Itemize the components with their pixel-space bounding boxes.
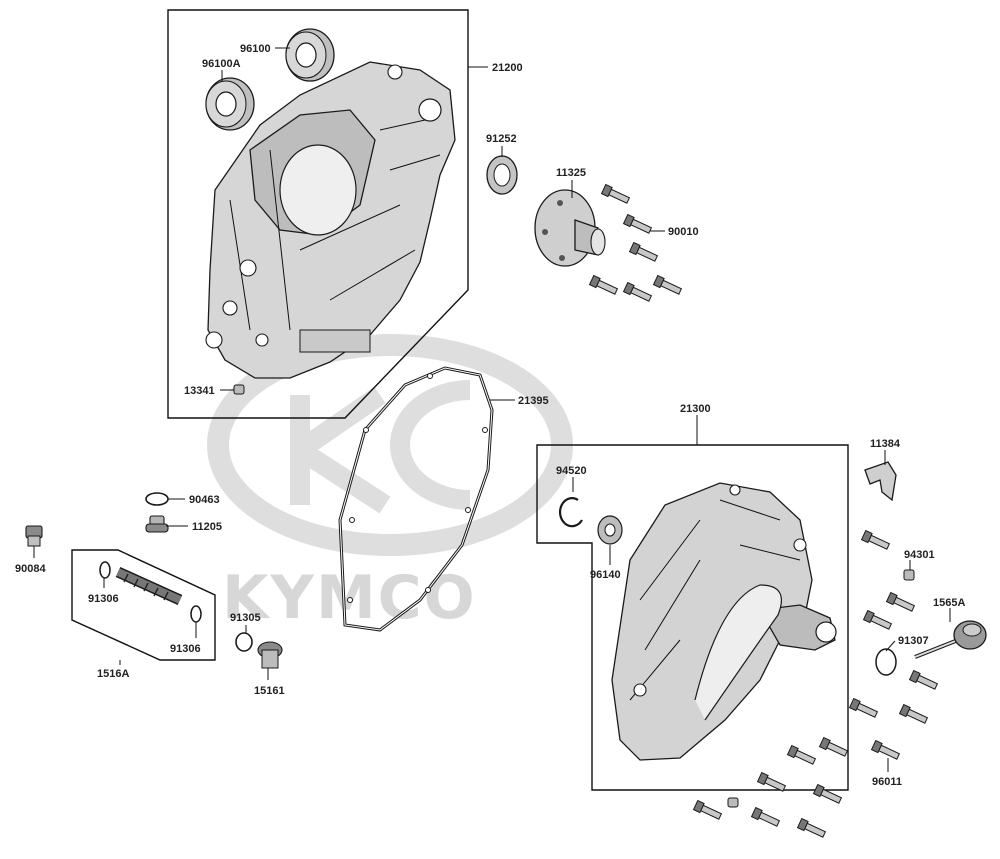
label-91305: 91305 xyxy=(230,612,261,624)
label-96100: 96100 xyxy=(240,43,271,55)
plug-11205-part xyxy=(145,515,169,533)
dowel-pin-13341-part xyxy=(233,384,245,395)
o-ring-91306-top-part xyxy=(99,561,111,579)
label-11325: 11325 xyxy=(556,167,586,179)
bearing-96100-part xyxy=(285,28,335,82)
o-ring-91307-part xyxy=(875,648,897,676)
o-ring-91306-bottom-part xyxy=(190,605,202,623)
drain-bolt-90084-part xyxy=(25,525,43,547)
bolt-90010-group xyxy=(588,183,683,302)
dowel-pin-94301-part xyxy=(903,569,915,581)
gasket-21395-part xyxy=(338,366,494,632)
label-91306-top: 91306 xyxy=(88,593,119,605)
label-96140: 96140 xyxy=(590,569,621,581)
label-21200: 21200 xyxy=(492,62,523,74)
bolt-96011-group xyxy=(692,529,939,838)
bearing-96140-part xyxy=(597,515,623,545)
bearing-96100a-part xyxy=(205,77,255,131)
leader-lines xyxy=(33,47,951,772)
clamp-11384-part xyxy=(864,461,897,502)
flange-11325-part xyxy=(534,189,606,267)
left-crankcase-group-box xyxy=(167,9,469,419)
oil-seal-91252-part xyxy=(486,155,518,195)
label-91306-bottom: 91306 xyxy=(170,643,201,655)
label-94520: 94520 xyxy=(556,465,587,477)
label-90084: 90084 xyxy=(15,563,46,575)
label-91307: 91307 xyxy=(898,635,929,647)
cap-15161-part xyxy=(257,641,283,669)
circlip-94520-part xyxy=(559,497,583,528)
right-cover-group-box xyxy=(536,444,849,791)
o-ring-90463-part xyxy=(145,492,169,506)
oil-strainer-1516a-part xyxy=(115,566,183,606)
label-15161: 15161 xyxy=(254,685,285,697)
label-96011: 96011 xyxy=(872,776,902,788)
label-13341: 13341 xyxy=(184,385,215,397)
right-crankcase-cover-part xyxy=(611,482,837,761)
left-crankcase-part xyxy=(205,61,456,379)
label-90010: 90010 xyxy=(668,226,699,238)
label-11384: 11384 xyxy=(870,438,901,450)
oil-strainer-group-box xyxy=(71,549,216,661)
label-96100a: 96100A xyxy=(202,58,241,70)
dipstick-1565a-part xyxy=(914,620,987,659)
label-11205: 11205 xyxy=(192,521,222,533)
kymco-watermark-logo: KYMCO xyxy=(207,334,573,633)
label-21395: 21395 xyxy=(518,395,549,407)
o-ring-91305-part xyxy=(235,632,253,652)
label-1516a: 1516A xyxy=(97,668,129,680)
label-21300: 21300 xyxy=(680,403,711,415)
label-1565a: 1565A xyxy=(933,597,965,609)
label-91252: 91252 xyxy=(486,133,517,145)
label-94301: 94301 xyxy=(904,549,935,561)
label-90463: 90463 xyxy=(189,494,220,506)
